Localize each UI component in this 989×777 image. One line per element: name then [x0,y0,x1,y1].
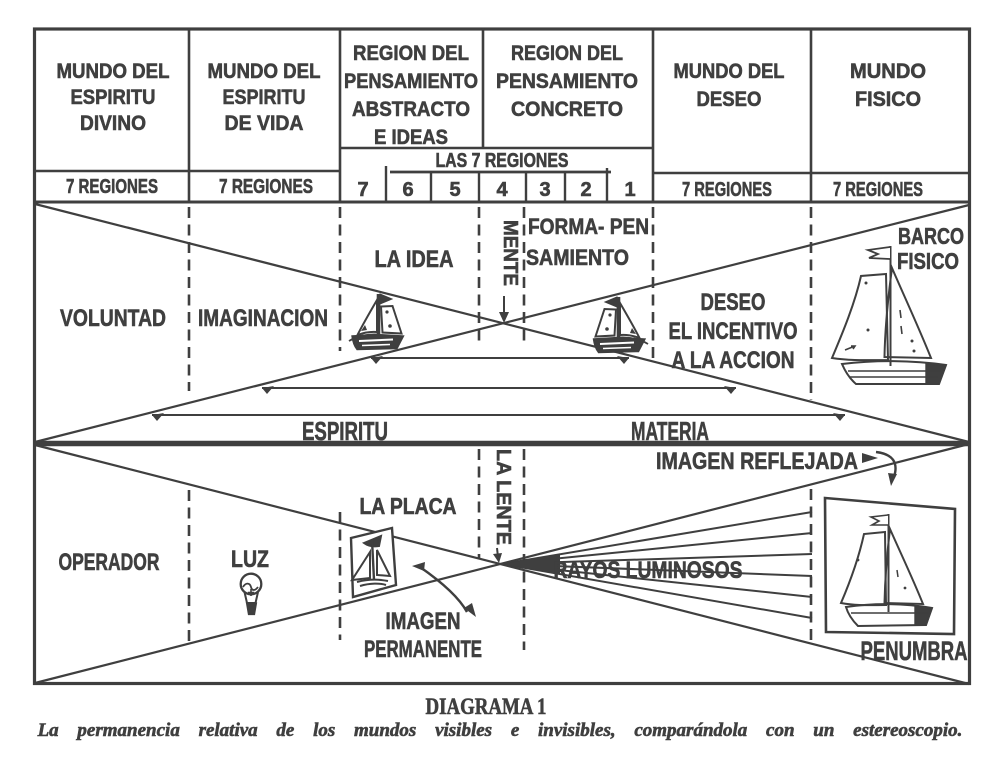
svg-text:OPERADOR: OPERADOR [59,549,160,576]
svg-text:SAMIENTO: SAMIENTO [526,245,629,270]
svg-text:E IDEAS: E IDEAS [374,126,448,149]
svg-text:MUNDO DEL: MUNDO DEL [208,60,321,83]
svg-text:MATERIA: MATERIA [631,416,709,446]
svg-text:MUNDO DEL: MUNDO DEL [674,60,785,83]
svg-text:DE VIDA: DE VIDA [225,112,304,135]
svg-text:VOLUNTAD: VOLUNTAD [60,305,166,332]
svg-text:7 REGIONES: 7 REGIONES [833,179,923,201]
svg-text:IMAGINACION: IMAGINACION [198,305,328,332]
svg-text:REGION DEL: REGION DEL [353,42,469,65]
svg-text:CONCRETO: CONCRETO [511,98,623,121]
svg-text:DESEO: DESEO [701,289,766,316]
svg-text:La permanencia relativa de los: La permanencia relativa de los mundos vi… [37,720,963,741]
svg-text:PENSAMIENTO: PENSAMIENTO [496,70,638,93]
svg-text:7 REGIONES: 7 REGIONES [66,176,158,198]
svg-text:IMAGEN: IMAGEN [386,608,461,635]
svg-text:A LA ACCION: A LA ACCION [672,347,795,374]
svg-text:3: 3 [539,179,550,201]
svg-text:DIAGRAMA 1: DIAGRAMA 1 [426,694,547,719]
svg-text:4: 4 [496,179,508,201]
svg-text:MUNDO: MUNDO [850,60,926,83]
svg-text:ESPIRITU: ESPIRITU [71,86,156,109]
svg-text:ABSTRACTO: ABSTRACTO [352,98,470,121]
svg-text:ESPIRITU: ESPIRITU [223,86,306,109]
svg-text:LA IDEA: LA IDEA [375,246,454,273]
svg-text:1: 1 [624,179,635,201]
svg-text:IMAGEN REFLEJADA: IMAGEN REFLEJADA [656,448,858,475]
svg-text:DESEO: DESEO [697,88,762,111]
svg-text:7 REGIONES: 7 REGIONES [219,176,313,198]
svg-text:FISICO: FISICO [855,88,921,111]
svg-text:LA LENTE: LA LENTE [492,449,514,545]
svg-text:LUZ: LUZ [231,546,269,573]
svg-text:MUNDO DEL: MUNDO DEL [57,60,170,83]
svg-text:RAYOS LUMINOSOS: RAYOS LUMINOSOS [554,557,743,584]
svg-text:EL INCENTIVO: EL INCENTIVO [669,318,798,345]
svg-text:MENTE: MENTE [499,220,521,286]
svg-text:REGION DEL: REGION DEL [511,42,623,65]
svg-text:FISICO: FISICO [897,248,959,274]
svg-text:LA PLACA: LA PLACA [360,493,457,519]
svg-text:PENUMBRA: PENUMBRA [861,636,968,666]
svg-text:ESPIRITU: ESPIRITU [302,416,388,446]
svg-text:FORMA- PEN: FORMA- PEN [528,214,649,239]
svg-text:BARCO: BARCO [898,223,964,249]
svg-text:2: 2 [580,179,591,201]
svg-text:PERMANENTE: PERMANENTE [364,636,482,663]
svg-text:LAS 7 REGIONES: LAS 7 REGIONES [436,150,569,172]
svg-text:6: 6 [402,179,413,201]
svg-text:5: 5 [449,179,460,201]
svg-text:PENSAMIENTO: PENSAMIENTO [344,70,478,93]
svg-text:DIVINO: DIVINO [80,112,146,135]
svg-text:7: 7 [357,179,368,201]
svg-text:7 REGIONES: 7 REGIONES [682,179,772,201]
